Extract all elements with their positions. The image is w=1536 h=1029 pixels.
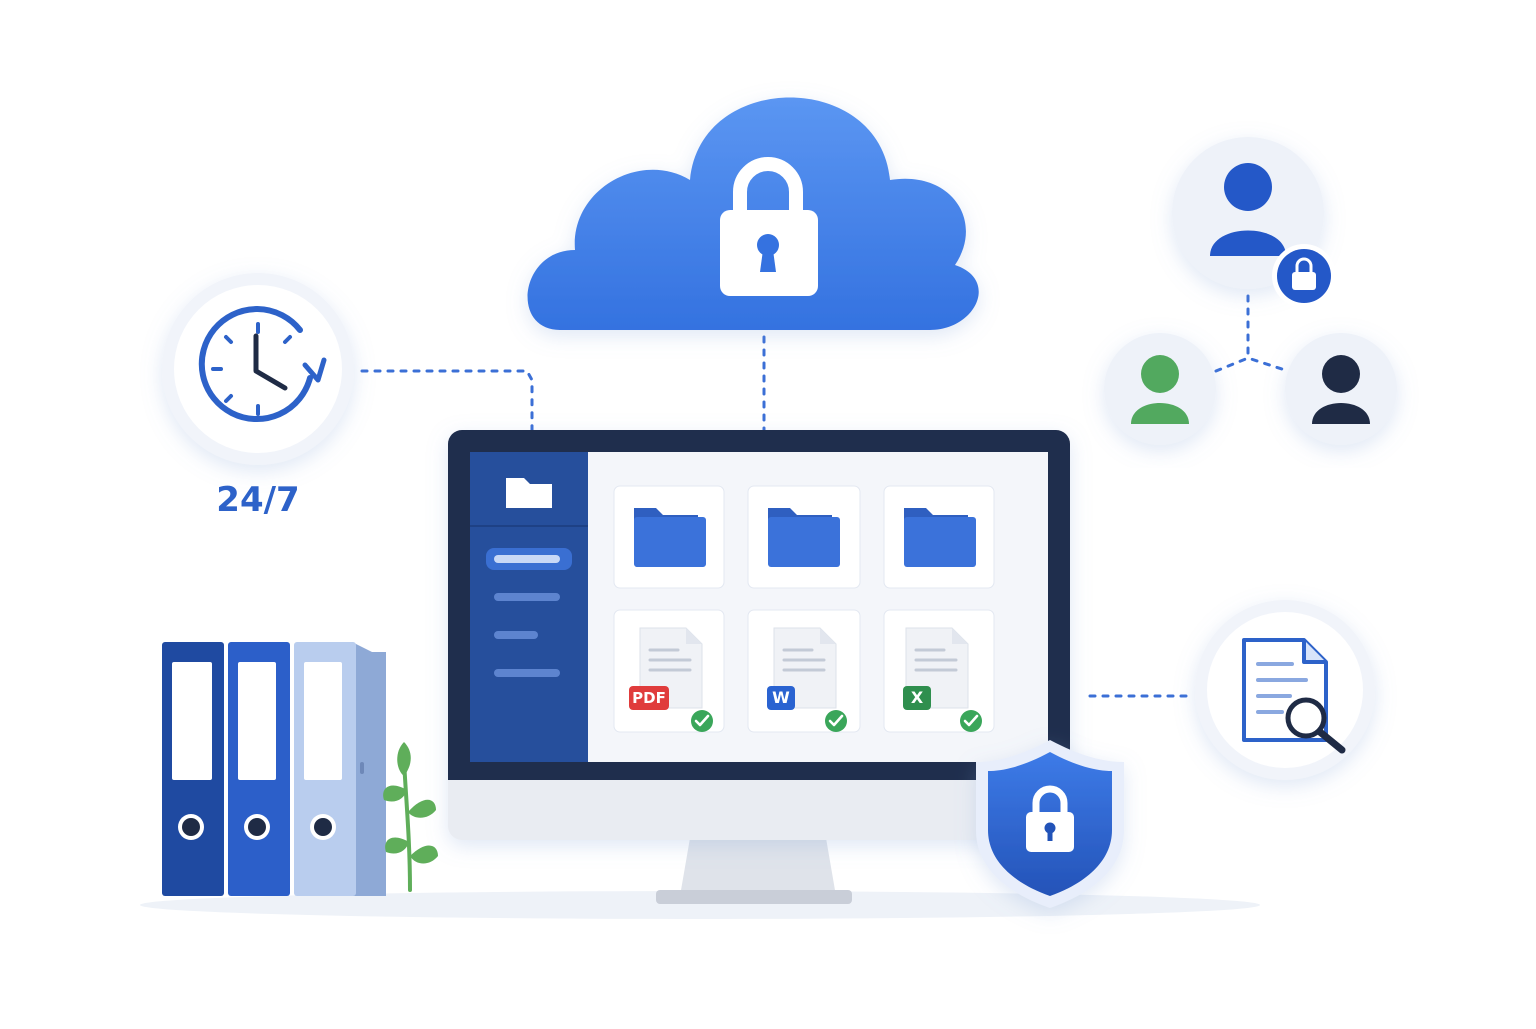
- binder-icon: [228, 642, 290, 896]
- folder-card[interactable]: [883, 485, 995, 589]
- connector-clock-monitor: [360, 369, 534, 432]
- binder-icon: [162, 642, 224, 896]
- monitor-stand: [680, 838, 836, 896]
- file-card-word[interactable]: [747, 609, 861, 733]
- sidebar-item[interactable]: [494, 631, 538, 639]
- monitor-base: [656, 890, 852, 904]
- availability-label: 24/7: [216, 480, 300, 520]
- ground-shadow: [140, 891, 1260, 919]
- file-card-pdf[interactable]: [613, 609, 725, 733]
- user-lock-icon: [1172, 137, 1336, 308]
- pdf-badge: PDF: [629, 686, 669, 710]
- connector-user-branch: [1214, 356, 1290, 373]
- sidebar-item-label: [494, 555, 560, 563]
- file-card-excel[interactable]: [883, 609, 995, 733]
- cloud-lock-icon: [527, 97, 979, 330]
- sidebar-item[interactable]: [494, 593, 560, 601]
- sidebar-folder-icon: [506, 478, 552, 508]
- folder-icon: [768, 508, 840, 567]
- plant-icon: [383, 742, 438, 892]
- connector-lines: [360, 294, 1290, 698]
- folder-icon: [634, 508, 706, 567]
- folder-card[interactable]: [613, 485, 725, 589]
- user-icon: [1104, 333, 1216, 445]
- user-icon: [1285, 333, 1397, 445]
- excel-badge: X: [903, 686, 931, 710]
- shield-lock-icon: [976, 740, 1124, 908]
- sidebar-item[interactable]: [494, 669, 560, 677]
- word-badge: W: [767, 686, 795, 710]
- binder-icon: [294, 642, 386, 896]
- clock-refresh-icon: [162, 273, 354, 465]
- folder-icon: [904, 508, 976, 567]
- folder-card[interactable]: [747, 485, 861, 589]
- document-search-icon: [1195, 600, 1375, 780]
